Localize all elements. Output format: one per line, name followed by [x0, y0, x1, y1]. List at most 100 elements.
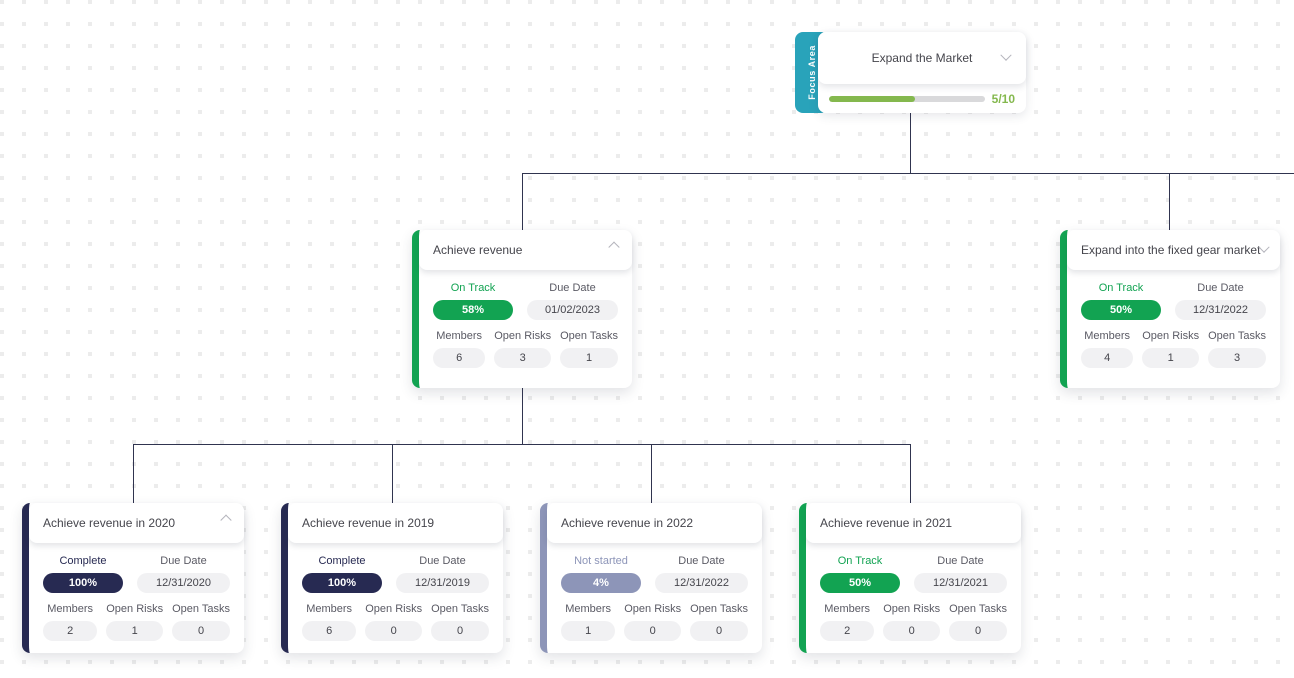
open-risks-pill: 3 [494, 348, 552, 368]
connector-line [133, 444, 135, 503]
open-tasks-pill: 0 [690, 621, 748, 641]
open-risks-pill: 0 [883, 621, 941, 641]
connector-line [522, 173, 1294, 175]
focus-area-title: Expand the Market [871, 51, 973, 65]
open-risks-pill: 1 [106, 621, 164, 641]
due-date-label: Due Date [678, 555, 725, 567]
members-pill: 6 [433, 348, 486, 368]
open-risks-label: Open Risks [624, 603, 682, 615]
due-date-pill: 01/02/2023 [527, 300, 618, 320]
due-date-pill: 12/31/2020 [137, 573, 230, 593]
goal-card-body: On Track 50% Due Date 12/31/2022 Members… [1067, 270, 1280, 368]
goal-card-body: Complete 100% Due Date 12/31/2020 Member… [29, 543, 244, 641]
connector-line [133, 444, 910, 446]
status-label: On Track [450, 282, 496, 294]
goal-card[interactable]: Achieve revenue in 2019 Complete 100% Du… [281, 503, 503, 653]
open-risks-label: Open Risks [883, 603, 941, 615]
status-progress-pill: 100% [43, 573, 123, 593]
status-label: Complete [318, 555, 366, 567]
due-date-pill: 12/31/2022 [655, 573, 748, 593]
members-pill: 4 [1081, 348, 1134, 368]
status-progress-pill: 100% [302, 573, 382, 593]
chevron-down-icon[interactable] [1000, 49, 1012, 61]
goal-card-body: On Track 58% Due Date 01/02/2023 Members… [419, 270, 632, 368]
progress-track [829, 95, 985, 102]
goal-title: Expand into the fixed gear market [1081, 243, 1261, 257]
goal-card-header[interactable]: Achieve revenue in 2019 [288, 503, 503, 543]
open-risks-label: Open Risks [1142, 330, 1200, 342]
status-label: Complete [59, 555, 107, 567]
focus-area-card[interactable]: Focus Area Expand the Market 5/10 [795, 32, 1026, 113]
focus-progress-row: 5/10 [818, 84, 1026, 113]
due-date-label: Due Date [419, 555, 466, 567]
goal-card-body: Not started 4% Due Date 12/31/2022 Membe… [547, 543, 762, 641]
open-tasks-pill: 0 [949, 621, 1007, 641]
open-tasks-pill: 1 [560, 348, 618, 368]
goal-card[interactable]: Achieve revenue in 2020 Complete 100% Du… [22, 503, 244, 653]
goal-card-header[interactable]: Achieve revenue in 2022 [547, 503, 762, 543]
connector-line [651, 444, 653, 503]
open-risks-pill: 0 [365, 621, 423, 641]
due-date-pill: 12/31/2022 [1175, 300, 1266, 320]
goal-card-header[interactable]: Expand into the fixed gear market [1067, 230, 1280, 270]
due-date-pill: 12/31/2021 [914, 573, 1007, 593]
connector-line [910, 444, 912, 503]
due-date-label: Due Date [549, 282, 596, 294]
members-label: Members [47, 603, 94, 615]
connector-line [1169, 173, 1171, 230]
connector-line [910, 113, 912, 173]
due-date-label: Due Date [937, 555, 984, 567]
goal-card[interactable]: Expand into the fixed gear market On Tra… [1060, 230, 1280, 388]
connector-line [522, 388, 524, 444]
members-label: Members [436, 330, 483, 342]
chevron-icon[interactable] [1258, 241, 1271, 253]
members-label: Members [824, 603, 871, 615]
focus-area-header[interactable]: Expand the Market [818, 32, 1026, 84]
open-risks-pill: 0 [624, 621, 682, 641]
progress-value: 5/10 [991, 91, 1015, 106]
open-tasks-pill: 0 [172, 621, 230, 641]
status-label: Not started [574, 555, 628, 567]
members-label: Members [306, 603, 353, 615]
members-pill: 2 [43, 621, 98, 641]
chevron-icon[interactable] [608, 241, 620, 253]
goal-card-body: Complete 100% Due Date 12/31/2019 Member… [288, 543, 503, 641]
members-pill: 1 [561, 621, 616, 641]
status-label: On Track [1098, 282, 1144, 294]
chevron-icon[interactable] [220, 514, 232, 526]
open-tasks-label: Open Tasks [172, 603, 230, 615]
due-date-pill: 12/31/2019 [396, 573, 489, 593]
members-label: Members [565, 603, 612, 615]
open-tasks-pill: 3 [1208, 348, 1266, 368]
connector-line [392, 444, 394, 503]
goal-card-header[interactable]: Achieve revenue [419, 230, 632, 270]
status-label: On Track [837, 555, 883, 567]
due-date-label: Due Date [1197, 282, 1244, 294]
status-progress-pill: 4% [561, 573, 641, 593]
progress-fill [829, 95, 915, 102]
open-tasks-label: Open Tasks [1208, 330, 1266, 342]
open-risks-label: Open Risks [494, 330, 552, 342]
open-tasks-label: Open Tasks [431, 603, 489, 615]
goal-title: Achieve revenue [433, 243, 523, 257]
status-progress-pill: 50% [820, 573, 900, 593]
status-progress-pill: 58% [433, 300, 513, 320]
connector-line [522, 173, 524, 230]
goal-card-body: On Track 50% Due Date 12/31/2021 Members… [806, 543, 1021, 641]
goal-card[interactable]: Achieve revenue in 2021 On Track 50% Due… [799, 503, 1021, 653]
goal-title: Achieve revenue in 2020 [43, 516, 176, 530]
goal-card-header[interactable]: Achieve revenue in 2020 [29, 503, 244, 543]
status-progress-pill: 50% [1081, 300, 1161, 320]
goal-title: Achieve revenue in 2022 [561, 516, 694, 530]
members-pill: 2 [820, 621, 875, 641]
open-tasks-label: Open Tasks [949, 603, 1007, 615]
open-risks-label: Open Risks [365, 603, 423, 615]
goal-card[interactable]: Achieve revenue in 2022 Not started 4% D… [540, 503, 762, 653]
goal-card-header[interactable]: Achieve revenue in 2021 [806, 503, 1021, 543]
goal-card[interactable]: Achieve revenue On Track 58% Due Date 01… [412, 230, 632, 388]
goal-title: Achieve revenue in 2021 [820, 516, 953, 530]
open-risks-pill: 1 [1142, 348, 1200, 368]
open-tasks-pill: 0 [431, 621, 489, 641]
members-label: Members [1084, 330, 1131, 342]
